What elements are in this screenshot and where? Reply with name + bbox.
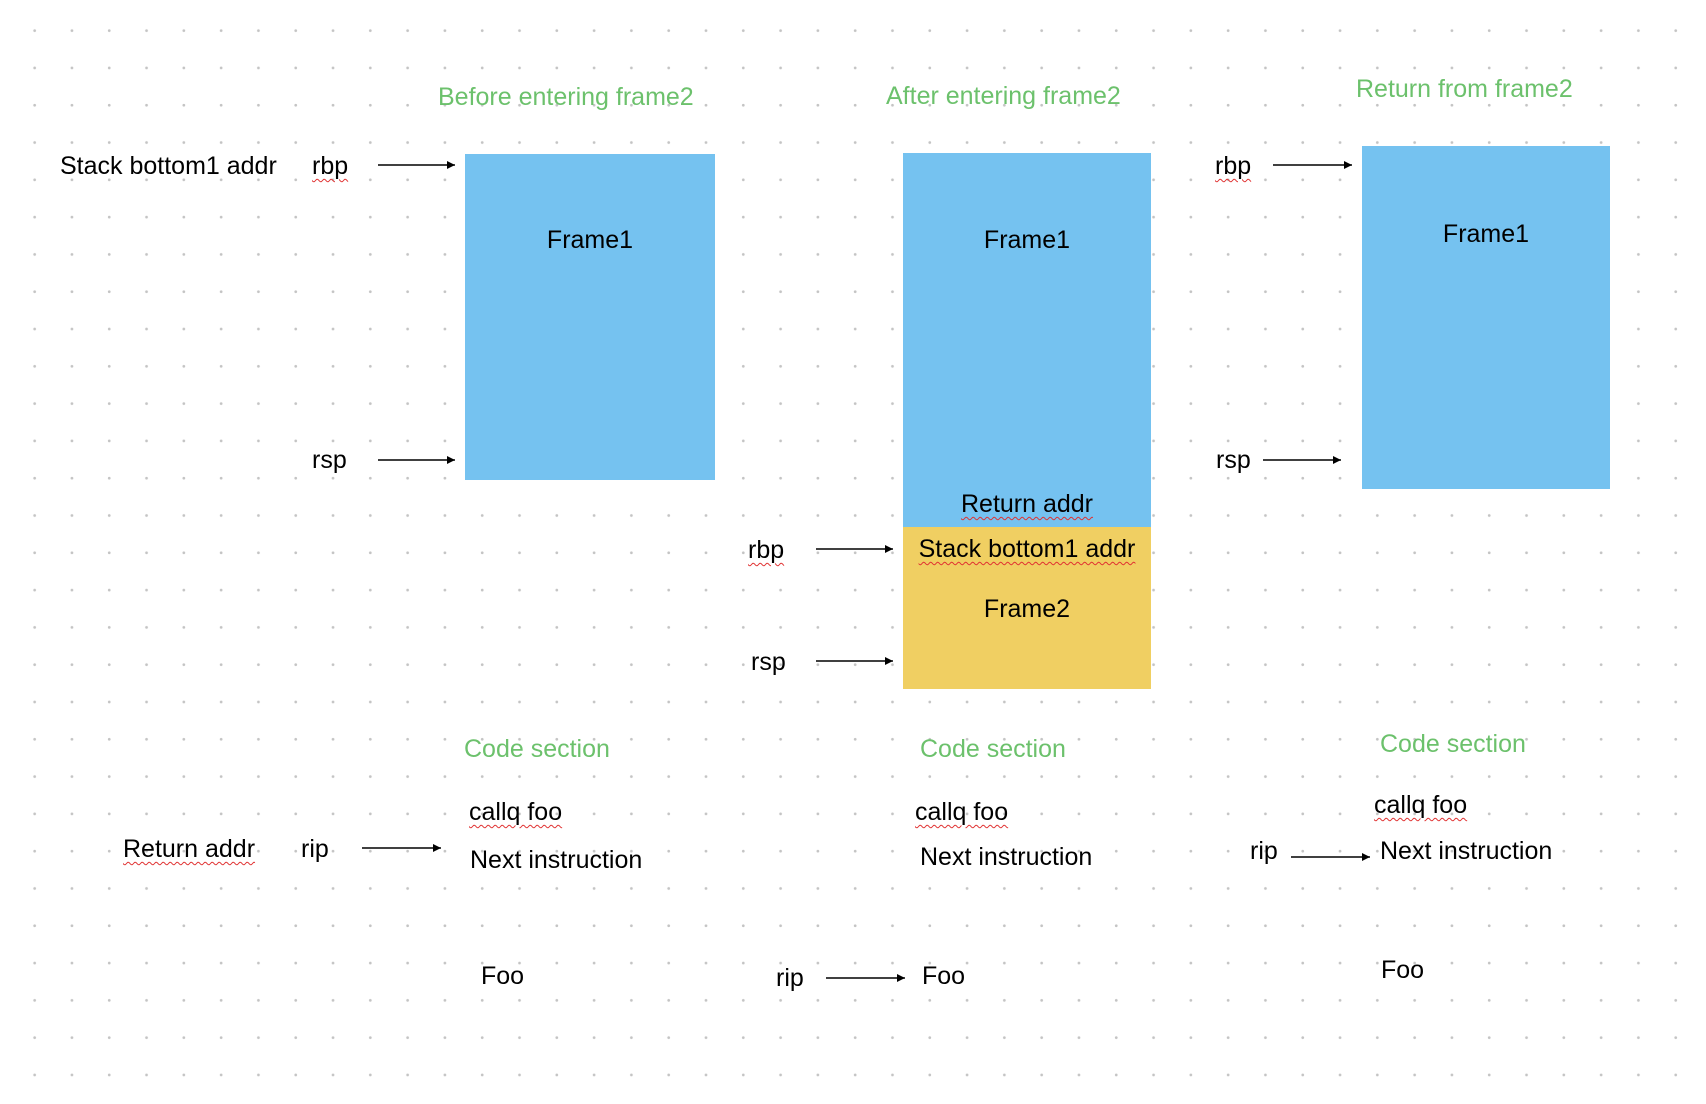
next-instruction-return: Next instruction [1380,837,1553,865]
stack-bottom-text: Stack bottom1 addr [60,152,277,180]
code-section-title-before: Code section [464,735,610,763]
frame1-block-return [1362,146,1610,489]
callq-after: callq foo [915,798,1009,826]
frame1-label-before: Frame1 [546,226,634,254]
panel-title-before: Before entering frame2 [438,83,694,111]
callq-return: callq foo [1374,791,1468,819]
stack-bottom-note-before: Stack bottom1 addr [60,154,277,179]
frame1-block-before [465,154,715,480]
return-addr-note-before: Return addr [123,835,256,863]
rbp-label-after: rbp [748,536,785,564]
frame1-label-return: Frame1 [1442,220,1530,248]
frame2-label: Frame2 [983,595,1071,623]
panel-title-after: After entering frame2 [886,82,1121,110]
next-instruction-before: Next instruction [470,846,643,874]
rbp-label-return: rbp [1215,152,1252,180]
rsp-label-return: rsp [1216,446,1251,474]
code-section-title-return: Code section [1380,730,1526,758]
rip-label-return: rip [1250,837,1278,865]
rip-label-before: rip [301,835,329,863]
frame1-block-after [903,153,1151,527]
panel-title-return: Return from frame2 [1356,75,1573,103]
rsp-label-before: rsp [312,446,347,474]
code-section-title-after: Code section [920,735,1066,763]
rip-label-after: rip [776,964,804,992]
foo-return: Foo [1381,956,1425,984]
callq-before: callq foo [469,798,563,826]
foo-before: Foo [481,962,525,990]
foo-after: Foo [922,962,966,990]
frame2-block-after [903,527,1151,689]
stack-bottom-slot: Stack bottom1 addr [918,535,1136,563]
next-instruction-after: Next instruction [920,843,1093,871]
return-addr-slot: Return addr [960,490,1094,518]
rsp-label-after: rsp [751,648,786,676]
rbp-label-before: rbp [312,152,349,180]
frame1-label-after: Frame1 [983,226,1071,254]
